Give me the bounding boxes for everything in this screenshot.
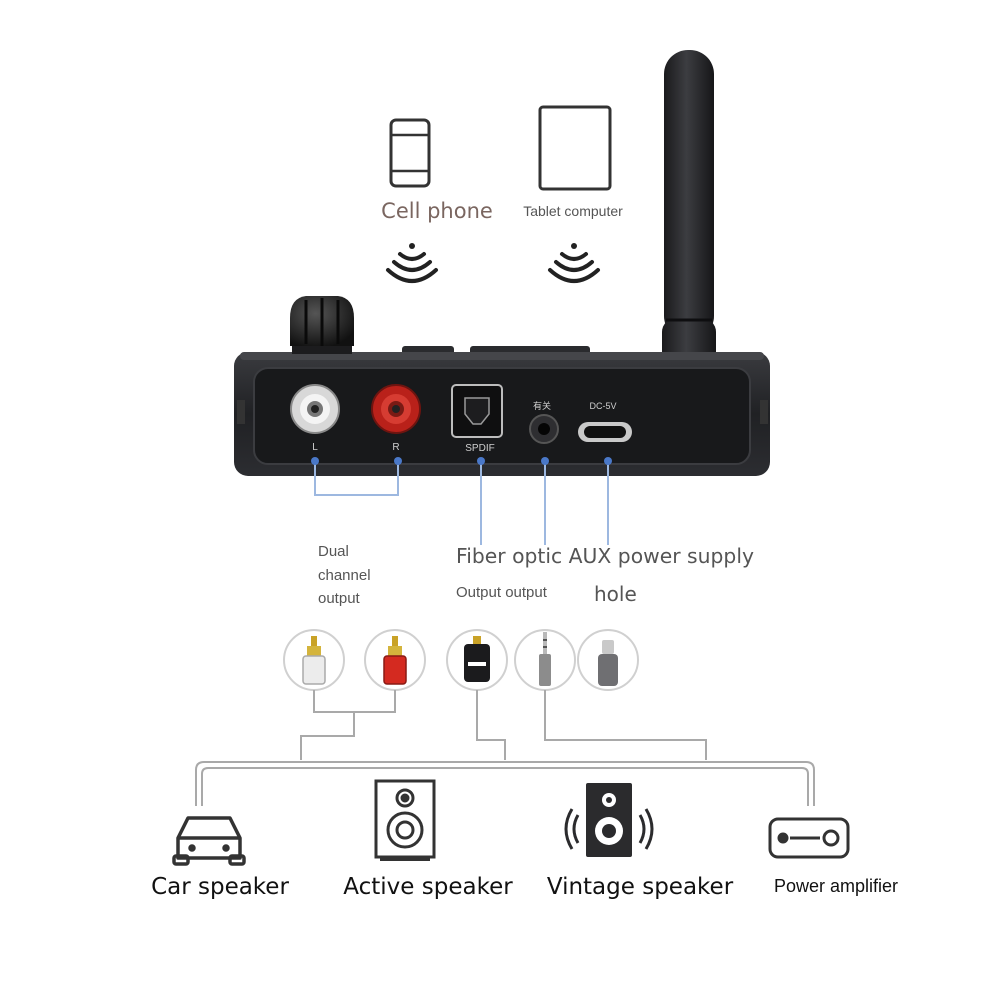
vintage-speaker-icon bbox=[564, 783, 654, 857]
port-label-spdif: SPDIF bbox=[465, 443, 494, 454]
tablet-label: Tablet computer bbox=[523, 203, 623, 219]
rca-right-jack bbox=[371, 384, 421, 434]
spdif-port bbox=[451, 384, 503, 438]
port-label-aux: 有关 bbox=[533, 400, 551, 411]
dual-channel-label-1: Dual bbox=[318, 543, 349, 560]
callout-dots bbox=[311, 457, 612, 465]
vintage-speaker-label: Vintage speaker bbox=[547, 874, 734, 900]
usb-c-plug-icon bbox=[577, 629, 639, 691]
rca-red-plug-icon bbox=[364, 629, 426, 691]
optical-plug-icon bbox=[446, 629, 508, 691]
callout-lines bbox=[314, 462, 609, 545]
volume-knob bbox=[290, 296, 354, 354]
distribution-lines bbox=[195, 690, 815, 806]
wireless-signal-icon bbox=[548, 252, 600, 283]
fiber-aux-power-label: Fiber optic AUX power supply bbox=[456, 544, 754, 568]
port-label-dc: DC-5V bbox=[589, 401, 616, 411]
output-output-label: Output output bbox=[456, 584, 548, 601]
usb-c-port bbox=[578, 422, 632, 442]
hole-label: hole bbox=[594, 582, 637, 606]
wireless-signal-icon bbox=[386, 252, 438, 283]
port-label-r: R bbox=[392, 442, 399, 453]
active-speaker-icon bbox=[374, 779, 436, 861]
rca-white-plug-icon bbox=[283, 629, 345, 691]
tablet-icon bbox=[538, 105, 612, 191]
port-label-l: L bbox=[312, 442, 318, 453]
wireless-dot bbox=[571, 243, 577, 249]
car-speaker-icon bbox=[172, 816, 246, 866]
car-speaker-label: Car speaker bbox=[151, 874, 289, 900]
wireless-dot bbox=[409, 243, 415, 249]
power-amplifier-label: Power amplifier bbox=[774, 876, 898, 896]
rca-left-jack bbox=[290, 384, 340, 434]
dual-channel-label-3: output bbox=[318, 590, 361, 607]
active-speaker-label: Active speaker bbox=[343, 874, 513, 900]
aux-plug-icon bbox=[514, 629, 576, 691]
cell-phone-label: Cell phone bbox=[381, 199, 493, 223]
aux-jack bbox=[529, 414, 559, 444]
dual-channel-label-2: channel bbox=[318, 567, 371, 584]
power-amplifier-icon bbox=[768, 817, 850, 859]
cell-phone-icon bbox=[389, 118, 431, 188]
